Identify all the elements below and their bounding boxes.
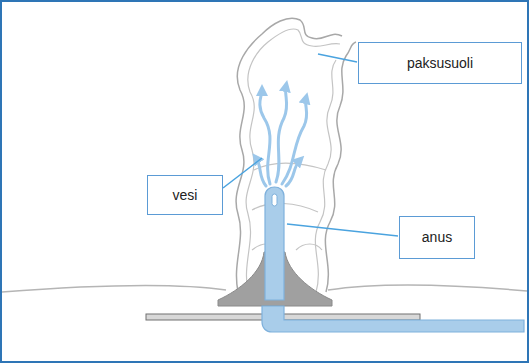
label-text: anus bbox=[422, 229, 452, 246]
colon-wall bbox=[325, 42, 356, 292]
hose bbox=[262, 306, 524, 332]
label-text: paksusuoli bbox=[407, 55, 473, 72]
label-text: vesi bbox=[173, 187, 198, 204]
label-box: anus bbox=[399, 216, 475, 259]
label-box: paksusuoli bbox=[358, 42, 522, 84]
skin-line bbox=[328, 285, 527, 291]
skin-line bbox=[2, 286, 226, 292]
water-arrows bbox=[256, 86, 307, 186]
probe-tube bbox=[265, 187, 284, 300]
colon-wall bbox=[246, 29, 340, 292]
colon-wall bbox=[315, 60, 336, 292]
label-box: vesi bbox=[147, 175, 223, 215]
